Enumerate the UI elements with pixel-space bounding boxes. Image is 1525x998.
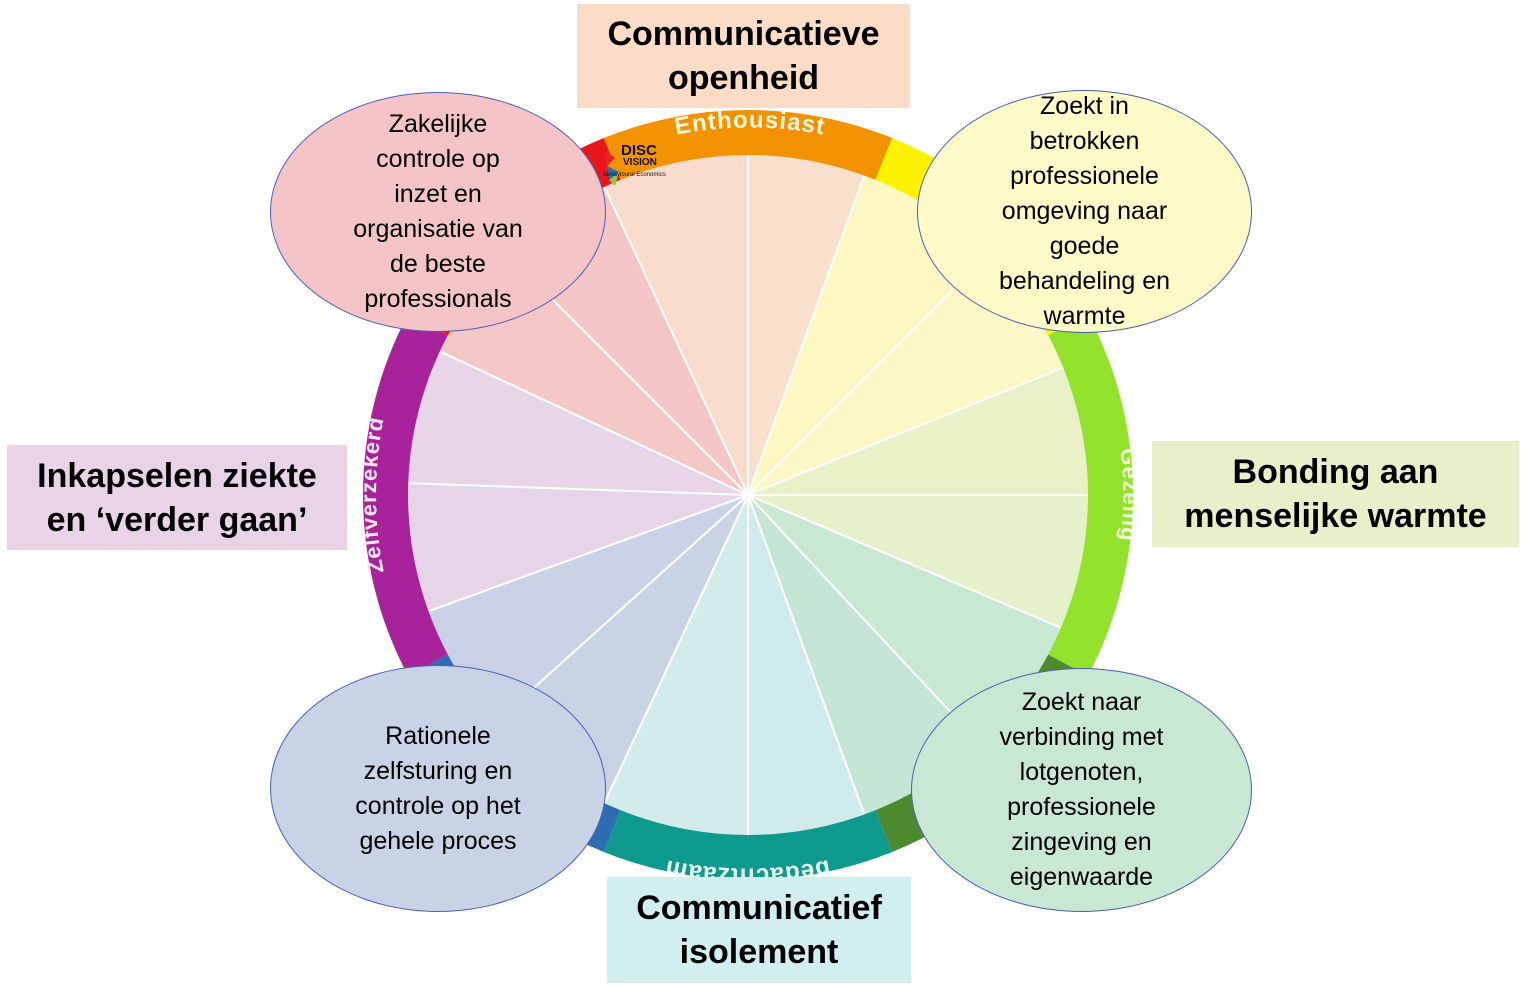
logo-mark-icon (605, 150, 619, 186)
bubble-line: professionele (1010, 162, 1159, 190)
bubble-line: zingeving en (1011, 828, 1152, 856)
logo-line-disc: DISC (621, 142, 657, 159)
bubble-line: professionele (1007, 793, 1156, 821)
ring-lime (1048, 314, 1133, 676)
label-communicatief-isolement: Communicatief isolement (607, 877, 911, 983)
bubble-rationele-zelfsturing: Rationele zelfsturing en controle op het… (270, 665, 606, 912)
bubble-line: inzet en (394, 180, 482, 208)
bubble-line: Zoekt in (1040, 92, 1129, 120)
label-communicatieve-openheid: Communicatieve openheid (577, 4, 910, 108)
label-line: menselijke warmte (1184, 497, 1487, 535)
bubble-line: Zakelijke (388, 110, 488, 138)
label-bonding-menselijke-warmte: Bonding aan menselijke warmte (1152, 441, 1519, 547)
bubble-zoekt-naar-verbinding: Zoekt naar verbinding met lotgenoten, pr… (911, 668, 1252, 912)
logo-line-vision: VISION (623, 157, 657, 168)
bubble-line: warmte (1043, 302, 1126, 330)
label-line: Communicatief (636, 889, 882, 927)
ring-purple (363, 314, 448, 676)
label-line: en ‘verder gaan’ (46, 500, 308, 539)
ring-teal (603, 810, 893, 880)
bubble-line: professionals (364, 285, 512, 313)
ring-orange (603, 110, 893, 180)
bubble-line: organisatie van (353, 215, 523, 243)
disc-vision-logo: DISC VISION Behavioural Economics (603, 142, 667, 190)
label-line: isolement (679, 933, 839, 971)
bubble-line: de beste (390, 250, 486, 278)
bubble-line: eigenwaarde (1009, 863, 1154, 891)
bubble-line: omgeving naar (1001, 197, 1168, 225)
label-line: Inkapselen ziekte (37, 456, 317, 495)
bubble-line: controle op (376, 145, 500, 173)
bubble-line: goede (1049, 232, 1120, 260)
label-line: Communicatieve (607, 15, 880, 53)
ring-label-gezellig: Gezellig (1116, 447, 1144, 543)
bubble-line: behandeling en (999, 267, 1170, 295)
bubble-line: zelfsturing en (363, 756, 513, 785)
label-inkapselen-ziekte: Inkapselen ziekte en ‘verder gaan’ (7, 445, 347, 550)
bubble-line: gehele proces (359, 826, 517, 855)
bubble-zakelijke-controle: Zakelijke controle op inzet en organisat… (270, 92, 606, 332)
label-line: Bonding aan (1232, 453, 1439, 491)
bubble-zoekt-in-betrokken: Zoekt in betrokken professionele omgevin… (917, 90, 1252, 333)
bubble-line: lotgenoten, (1019, 758, 1144, 786)
bubble-line: verbinding met (999, 723, 1164, 751)
label-line: openheid (667, 59, 820, 97)
bubble-line: betrokken (1029, 127, 1140, 155)
bubble-line: Zoekt naar (1021, 688, 1142, 716)
bubble-line: controle op het (355, 791, 521, 820)
bubble-line: Rationele (385, 721, 491, 750)
logo-line-tagline: Behavioural Economics (603, 172, 666, 178)
